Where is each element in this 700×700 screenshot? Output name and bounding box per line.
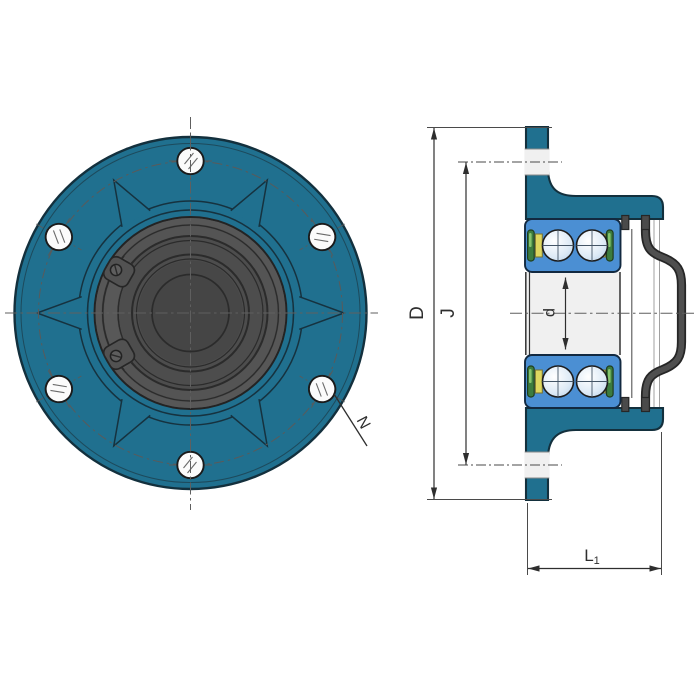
section-view: D J d L1 (407, 125, 697, 575)
label-L1: L1 (584, 546, 600, 567)
dim-d: d (542, 277, 569, 350)
retainer-stub (640, 396, 650, 413)
bearing-cage-left (534, 233, 543, 258)
hub-spike (112, 178, 151, 228)
bolt-hole (36, 218, 82, 256)
hub-spike (112, 398, 151, 448)
label-d: d (542, 308, 559, 317)
bolt-hole (299, 218, 345, 256)
retainer-stub (640, 214, 650, 231)
hub-cap-section (621, 214, 687, 413)
cap-tab (102, 255, 136, 288)
bolt-hole (36, 370, 82, 408)
hub-spike (230, 178, 269, 228)
cap-tab (102, 338, 136, 371)
section-flange-bottom (524, 406, 665, 502)
section-bolt-hole-bottom (524, 451, 550, 479)
bearing-row-top (524, 218, 622, 273)
hub-rib-spikes (34, 178, 347, 448)
bolt-hole (299, 370, 345, 408)
dim-D: D (407, 127, 552, 500)
hub-spike (230, 398, 269, 448)
label-D: D (407, 306, 428, 320)
n-leader-line (333, 393, 368, 447)
dim-L1: L1 (527, 432, 662, 575)
retainer-stub (621, 396, 630, 413)
front-view: N (5, 117, 378, 510)
section-flange-top (524, 125, 665, 221)
bearing-cage-left (534, 369, 543, 394)
dim-J: J (438, 161, 562, 466)
retainer-stub (621, 214, 630, 231)
label-J: J (438, 308, 459, 318)
bearing-row-bottom (524, 354, 622, 409)
